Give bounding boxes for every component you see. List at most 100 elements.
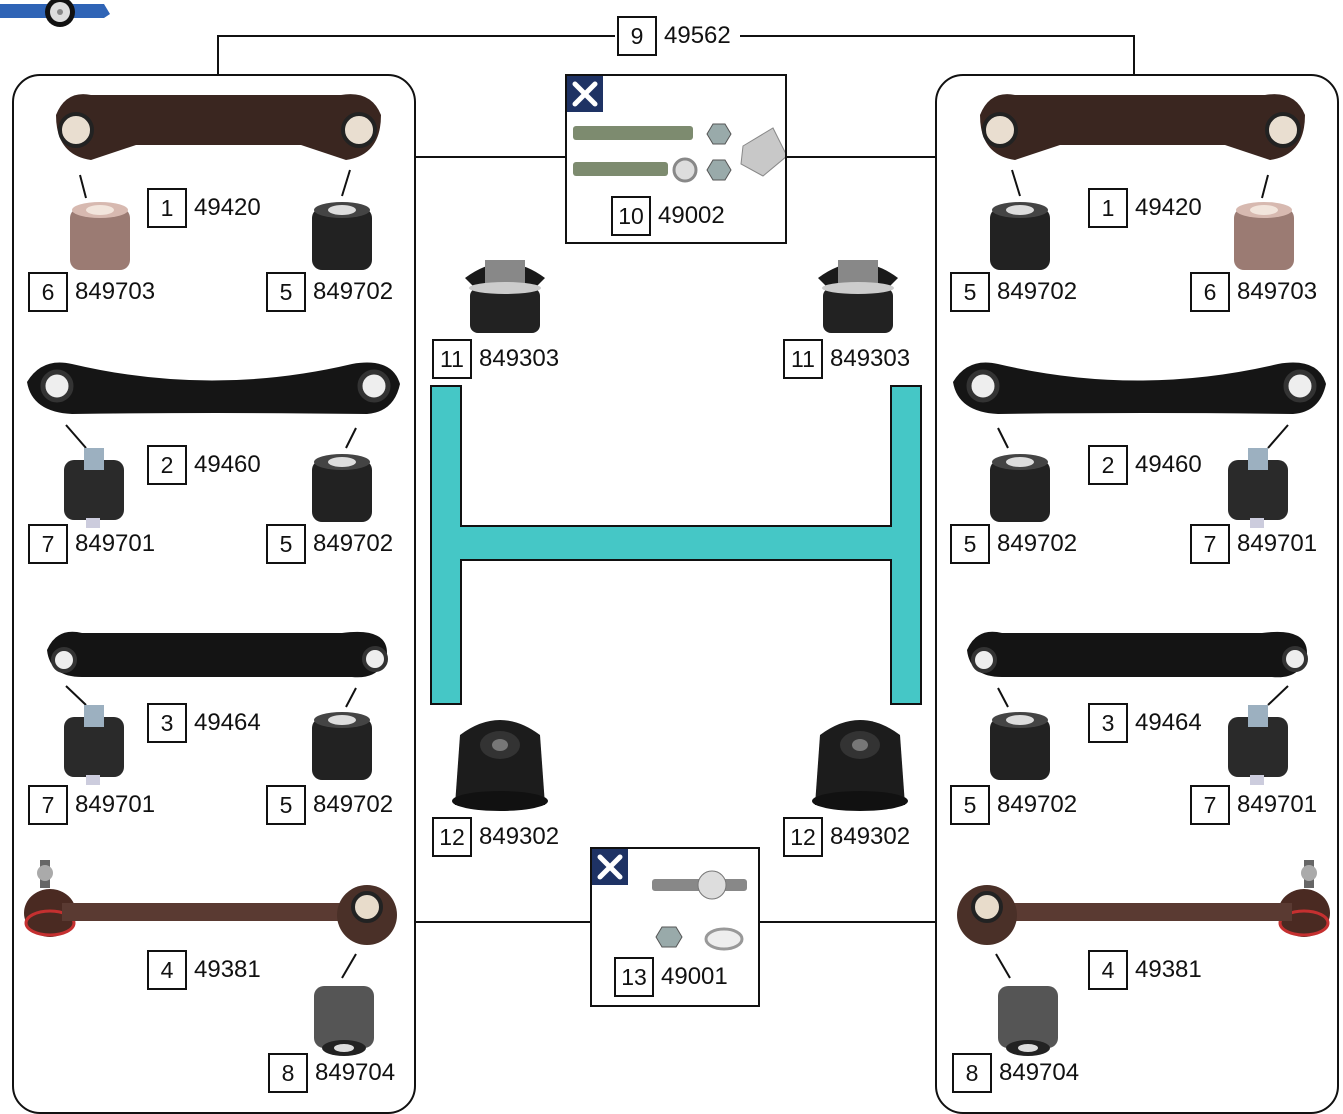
bushing-image	[1228, 705, 1288, 785]
control-arm-image	[957, 860, 1330, 945]
bushing-image	[312, 202, 372, 270]
part-code: 849701	[1237, 791, 1318, 818]
part-code: 849303	[830, 345, 911, 372]
bushing-image	[64, 448, 124, 528]
part-label: 1 49420	[1088, 188, 1202, 228]
position-number: 4	[1088, 950, 1128, 990]
subframe-mount-image	[818, 260, 898, 333]
kit-label-9: 9 49562	[617, 16, 731, 56]
part-code: 849303	[479, 345, 560, 372]
position-number: 11	[783, 339, 823, 379]
control-arm-image	[27, 362, 400, 414]
bushing-image	[1228, 448, 1288, 528]
part-label: 2 49460	[147, 445, 261, 485]
position-number: 13	[614, 957, 654, 997]
part-code: 849701	[75, 791, 156, 818]
part-code: 849703	[1237, 278, 1318, 305]
part-code: 849701	[1237, 530, 1318, 557]
position-number: 12	[432, 817, 472, 857]
subframe-mount-image	[812, 720, 908, 811]
part-code: 849702	[313, 278, 394, 305]
bushing-image	[990, 454, 1050, 522]
part-code: 49420	[1135, 194, 1202, 221]
position-number: 10	[611, 196, 651, 236]
part-code: 49420	[194, 194, 261, 221]
wrench-screwdriver-icon	[567, 76, 603, 112]
position-number: 1	[1088, 188, 1128, 228]
position-number: 6	[28, 272, 68, 312]
bolt-kit-image	[573, 123, 785, 183]
bushing-image	[990, 202, 1050, 270]
position-number: 1	[147, 188, 187, 228]
part-code: 849702	[313, 791, 394, 818]
position-number: 8	[268, 1053, 308, 1093]
subframe-mount-image	[452, 720, 548, 811]
mount-label-12-left: 12 849302	[432, 817, 559, 857]
part-code: 849702	[997, 278, 1078, 305]
position-number: 5	[266, 524, 306, 564]
part-label: 5 849702	[266, 524, 393, 564]
part-code: 849704	[999, 1059, 1080, 1086]
part-code: 849704	[315, 1059, 396, 1086]
bushing-image	[70, 202, 130, 270]
part-code: 849701	[75, 530, 156, 557]
part-code: 849703	[75, 278, 156, 305]
control-arm-image	[967, 631, 1308, 678]
part-label: 3 49464	[147, 703, 261, 743]
position-number: 7	[28, 785, 68, 825]
part-code: 849302	[830, 823, 911, 850]
mount-label-11-left: 11 849303	[432, 339, 559, 379]
part-code: 49464	[1135, 709, 1202, 736]
part-code: 49002	[658, 202, 725, 229]
part-label: 5 849702	[950, 785, 1077, 825]
position-number: 11	[432, 339, 472, 379]
position-number: 6	[1190, 272, 1230, 312]
control-arm-image	[980, 94, 1305, 160]
bolt-kit-image	[652, 870, 747, 951]
position-number: 7	[1190, 785, 1230, 825]
mount-label-12-right: 12 849302	[783, 817, 910, 857]
control-arm-image	[47, 631, 388, 678]
position-number: 3	[1088, 703, 1128, 743]
part-code: 49464	[194, 709, 261, 736]
mount-label-11-right: 11 849303	[783, 339, 910, 379]
position-number: 5	[266, 272, 306, 312]
part-label: 3 49464	[1088, 703, 1202, 743]
part-code: 849702	[997, 791, 1078, 818]
position-number: 5	[950, 785, 990, 825]
part-code: 49460	[194, 451, 261, 478]
part-code: 49001	[661, 963, 728, 990]
position-number: 2	[147, 445, 187, 485]
control-arm-image	[953, 362, 1326, 414]
bushing-image	[312, 712, 372, 780]
bolt-kit-lower-box: 13 49001	[590, 847, 760, 1007]
part-code: 849702	[313, 530, 394, 557]
part-label: 7 849701	[28, 524, 155, 564]
position-number: 5	[266, 785, 306, 825]
part-label: 5 849702	[266, 785, 393, 825]
part-label: 7 849701	[28, 785, 155, 825]
position-number: 9	[617, 16, 657, 56]
part-label: 8 849704	[268, 1053, 395, 1093]
bushing-image	[990, 712, 1050, 780]
bushing-image	[314, 986, 374, 1056]
subframe-mount-image	[465, 260, 545, 333]
part-label: 6 849703	[1190, 272, 1317, 312]
position-number: 7	[1190, 524, 1230, 564]
bushing-image	[998, 986, 1058, 1056]
position-number: 7	[28, 524, 68, 564]
part-label: 6 849703	[28, 272, 155, 312]
position-number: 4	[147, 950, 187, 990]
part-code: 49562	[664, 22, 731, 49]
bushing-image	[1234, 202, 1294, 270]
position-number: 3	[147, 703, 187, 743]
part-label: 1 49420	[147, 188, 261, 228]
part-label: 5 849702	[266, 272, 393, 312]
